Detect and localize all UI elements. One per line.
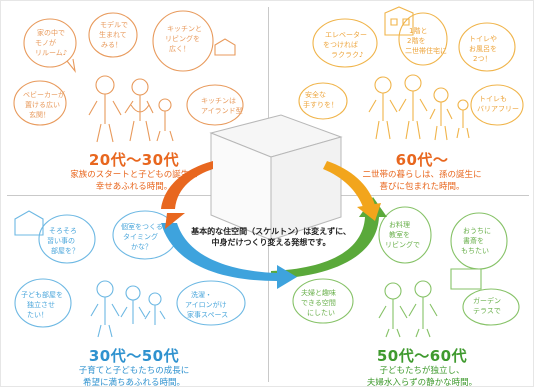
svg-text:できる空間: できる空間 xyxy=(301,298,336,307)
svg-text:ガーデン: ガーデン xyxy=(473,296,501,305)
svg-text:ベビーカーが: ベビーカーが xyxy=(23,90,65,99)
desc-line2: 喜びに包まれた時間。 xyxy=(379,182,465,192)
center-caption: 基本的な住空間（スケルトン）は変えずに、 中身だけつくり変える発想です。 xyxy=(191,226,351,248)
svg-text:モデルで: モデルで xyxy=(100,20,128,29)
svg-text:家の中で: 家の中で xyxy=(37,28,65,37)
svg-text:テラスで: テラスで xyxy=(473,307,501,315)
svg-text:置ける広い: 置ける広い xyxy=(25,100,60,109)
cycle-arrow-blue xyxy=(161,223,277,281)
svg-text:をつければ: をつければ xyxy=(323,40,358,49)
age-label: 20代〜30代 xyxy=(88,151,180,169)
svg-text:トイレも: トイレも xyxy=(479,95,507,103)
svg-text:教室を: 教室を xyxy=(389,230,410,239)
svg-text:玄関！: 玄関！ xyxy=(29,110,50,119)
svg-text:部屋を？: 部屋を？ xyxy=(51,246,79,255)
caption-50s-60s: 50代〜60代 子どもたちが独立し、 夫婦水入らずの静かな時間。 xyxy=(337,347,507,387)
svg-text:習い事の: 習い事の xyxy=(47,236,75,245)
svg-text:タイミング: タイミング xyxy=(123,232,158,241)
svg-text:安全な: 安全な xyxy=(305,90,326,99)
caption-30s-50s: 30代〜50代 子育てと子どもたちの成長に 希望に満ちあふれる時間。 xyxy=(49,347,219,387)
svg-text:かな？: かな？ xyxy=(131,243,152,251)
desc-line1: 子どもたちが独立し、 xyxy=(379,366,465,376)
svg-text:1階と: 1階と xyxy=(409,26,427,35)
desc-line1: 二世帯の暮らしは、孫の誕生に xyxy=(362,170,482,180)
svg-text:エレベーター: エレベーター xyxy=(325,30,367,39)
svg-text:リビングを: リビングを xyxy=(165,34,200,43)
svg-text:おうちに: おうちに xyxy=(463,227,491,235)
center-caption-line1: 基本的な住空間（スケルトン）は変えずに、 xyxy=(191,227,351,236)
svg-text:もちたい: もちたい xyxy=(461,247,489,255)
svg-text:リビングで: リビングで xyxy=(385,240,420,249)
svg-text:個室をつくる: 個室をつくる xyxy=(121,222,163,231)
svg-text:家事スペース: 家事スペース xyxy=(187,310,228,319)
caption-20s-30s: 20代〜30代 家族のスタートと子どもの誕生に 幸せあふれる時間。 xyxy=(49,151,219,193)
svg-text:手すりを！: 手すりを！ xyxy=(303,100,338,109)
svg-text:独立させ: 独立させ xyxy=(27,300,55,309)
desc-line2: 夫婦水入らずの静かな時間。 xyxy=(366,378,478,387)
desc-line2: 幸せあふれる時間。 xyxy=(95,182,173,192)
desc-line1: 家族のスタートと子どもの誕生に xyxy=(70,170,198,180)
svg-text:キッチンと: キッチンと xyxy=(167,25,202,33)
svg-text:夫婦と趣味: 夫婦と趣味 xyxy=(301,288,336,297)
caption-60s: 60代〜 二世帯の暮らしは、孫の誕生に 喜びに包まれた時間。 xyxy=(337,151,507,193)
svg-text:みる！: みる！ xyxy=(101,41,122,49)
age-label: 50代〜60代 xyxy=(376,347,468,365)
age-label: 30代〜50代 xyxy=(88,347,180,365)
svg-text:バリアフリー: バリアフリー xyxy=(477,105,519,113)
skeleton-cycle-graphic xyxy=(161,114,387,289)
svg-text:モノが: モノが xyxy=(35,38,56,47)
desc-line1: 子育てと子どもたちの成長に xyxy=(78,366,190,376)
svg-text:アイロンがけ: アイロンがけ xyxy=(185,300,227,309)
desc-line2: 希望に満ちあふれる時間。 xyxy=(82,378,185,387)
svg-text:2階を: 2階を xyxy=(407,36,425,45)
svg-text:ラクラク♪: ラクラク♪ xyxy=(331,51,363,59)
svg-text:そろそろ: そろそろ xyxy=(49,227,77,235)
svg-text:二世帯住宅に: 二世帯住宅に xyxy=(405,46,447,55)
svg-text:広く！: 広く！ xyxy=(169,44,190,53)
center-caption-line2: 中身だけつくり変える発想です。 xyxy=(211,238,331,247)
svg-text:アイランド型: アイランド型 xyxy=(201,106,243,115)
cycle-arrow-yellow xyxy=(323,161,375,207)
cycle-arrow-orange xyxy=(161,161,213,209)
skeleton-cube xyxy=(209,114,343,241)
svg-text:たい！: たい！ xyxy=(27,311,48,319)
svg-text:トイレや: トイレや xyxy=(469,35,497,43)
svg-text:お風呂を: お風呂を xyxy=(469,45,497,53)
svg-text:お料理: お料理 xyxy=(389,220,410,229)
svg-text:2つ！: 2つ！ xyxy=(473,55,491,63)
svg-text:洗濯・: 洗濯・ xyxy=(191,290,212,299)
svg-text:書斎を: 書斎を xyxy=(463,236,484,245)
svg-text:生まれて: 生まれて xyxy=(99,30,127,39)
age-label: 60代〜 xyxy=(395,151,449,169)
svg-text:キッチンは: キッチンは xyxy=(201,97,236,105)
svg-text:子ども部屋を: 子ども部屋を xyxy=(21,290,63,299)
svg-text:にしたい: にしたい xyxy=(307,309,335,317)
svg-text:リルーム♪: リルーム♪ xyxy=(35,49,67,57)
